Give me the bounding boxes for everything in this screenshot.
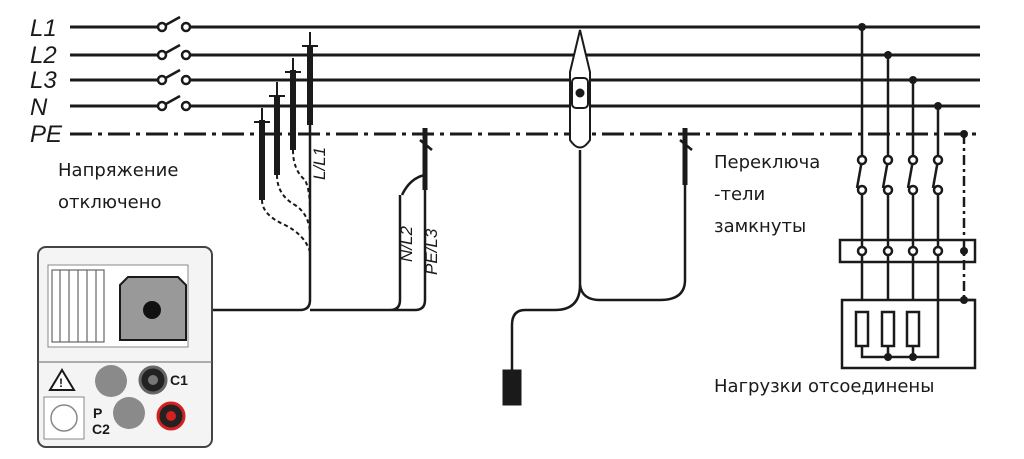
- warning-mark: !: [59, 376, 63, 390]
- bus-label-n: N: [30, 94, 48, 121]
- wire-label-l-l1: L/L1: [310, 147, 329, 180]
- load-side: [838, 27, 977, 370]
- warning-icon: [48, 368, 76, 391]
- bus-label-l3: L3: [30, 67, 57, 94]
- bus-label-l2: L2: [30, 42, 57, 69]
- note-switches-3: замкнуты: [714, 216, 806, 237]
- note-switches-1: Переключа: [714, 152, 820, 173]
- note-switches-2: -тели: [714, 184, 765, 205]
- test-instrument: ! C1 P C2: [37, 246, 213, 448]
- wire-label-pe-l3: PE/L3: [422, 228, 441, 275]
- label-p: P: [93, 405, 102, 421]
- bus-lines: [70, 25, 980, 136]
- switch-contacts: [856, 154, 944, 257]
- label-c1: C1: [170, 372, 188, 388]
- bus-label-pe: PE: [30, 121, 63, 148]
- main-switches: [156, 15, 192, 112]
- note-voltage-off-1: Напряжение: [58, 160, 178, 181]
- label-c2: C2: [92, 421, 110, 437]
- test-probes: [160, 29, 693, 406]
- socket-gray-1: [95, 365, 127, 397]
- din-port-icon: [50, 404, 78, 432]
- wire-label-n-l2: N/L2: [397, 226, 416, 262]
- note-loads: Нагрузки отсоединены: [714, 376, 934, 397]
- junction-dots: [858, 23, 968, 361]
- bus-label-l1: L1: [30, 15, 57, 42]
- note-voltage-off-2: отключено: [58, 192, 162, 213]
- socket-gray-2: [113, 397, 145, 429]
